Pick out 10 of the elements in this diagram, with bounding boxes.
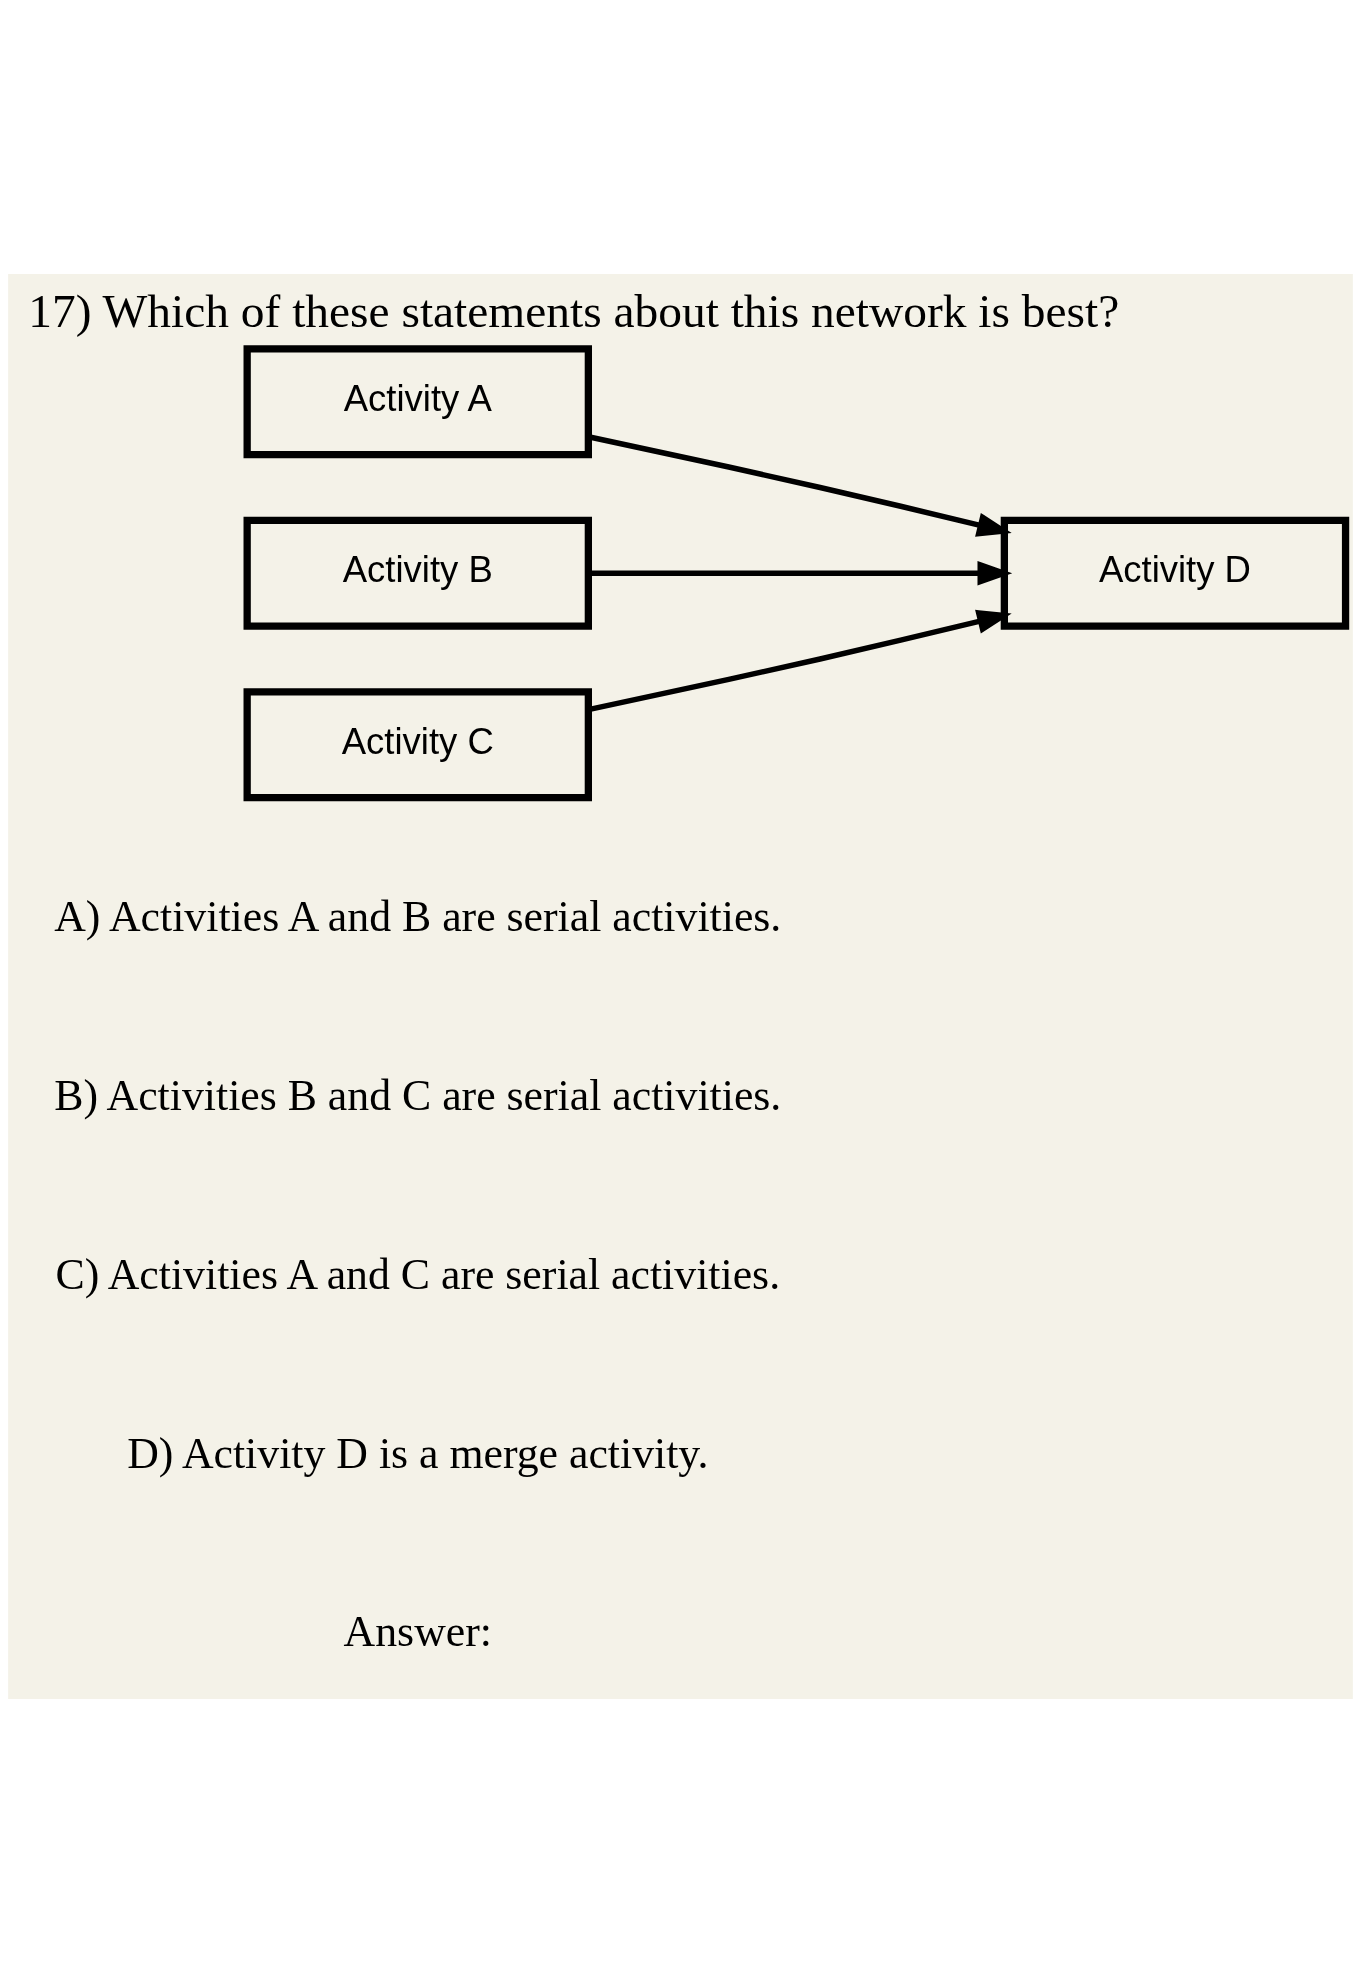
node-box: Activity C xyxy=(243,687,592,801)
diagram-title: 17) Which of these statements about this network is best? xyxy=(28,284,1120,337)
node-box: Activity B xyxy=(243,516,592,630)
label: Answer: xyxy=(343,1606,492,1655)
label: D) Activity D is a merge activity. xyxy=(127,1428,709,1477)
label: B) Activities B and C are serial activities. xyxy=(54,1070,782,1119)
node-box: Activity A xyxy=(243,344,592,458)
node-box: Activity D xyxy=(1000,516,1350,630)
label: A) Activities A and B are serial activities. xyxy=(54,891,782,940)
label: C) Activities A and C are serial activities. xyxy=(55,1249,781,1298)
